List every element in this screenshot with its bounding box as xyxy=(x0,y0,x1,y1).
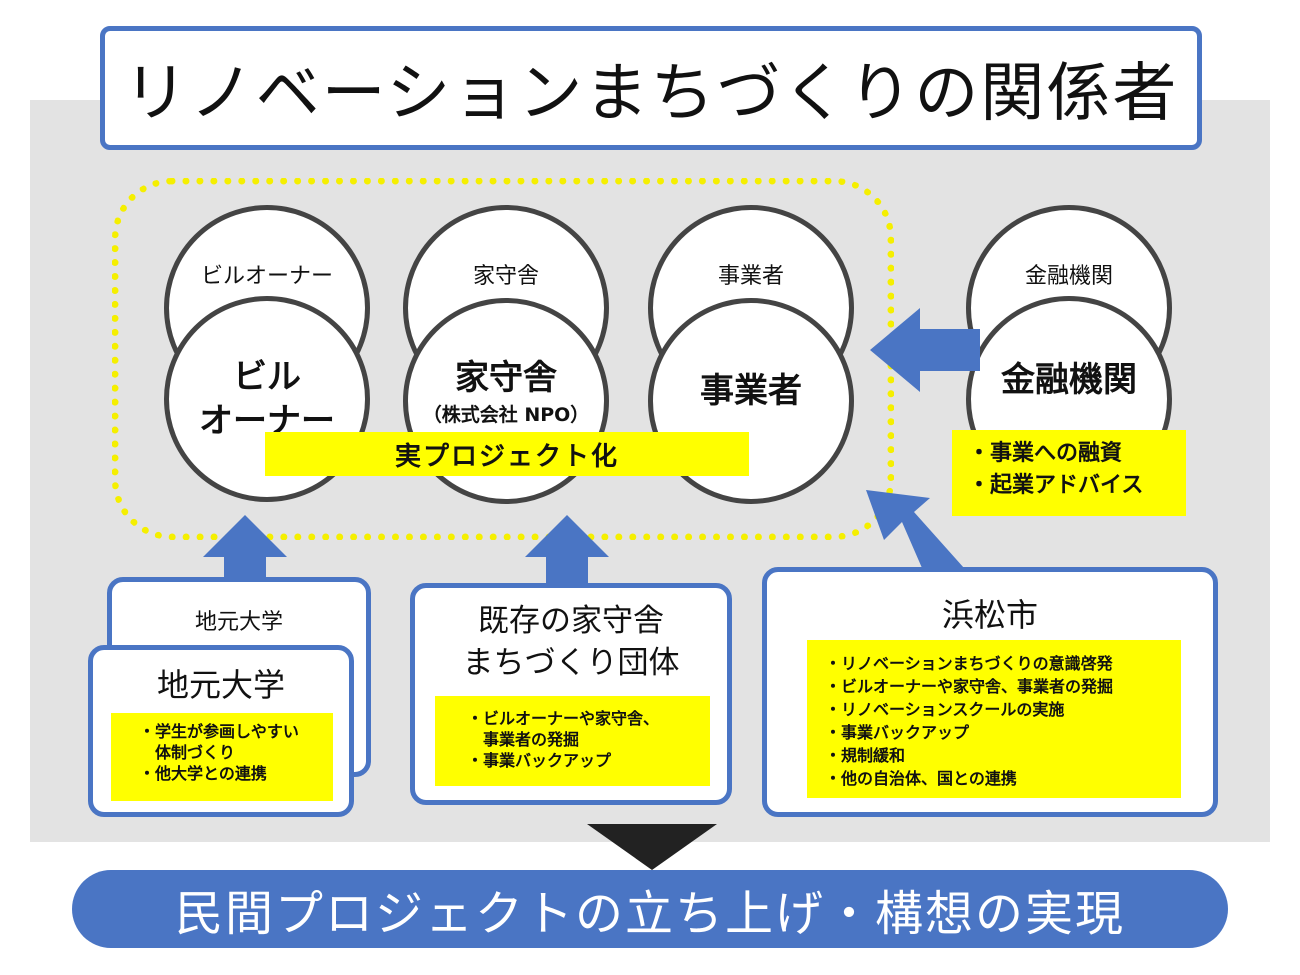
existing-note: 事業者の発掘 xyxy=(467,730,580,749)
building-owner-back-label: ビルオーナー xyxy=(200,264,333,289)
existing-notes: ・ビルオーナーや家守舎、 事業者の発掘 ・事業バックアップ xyxy=(435,696,710,786)
university-label: 地元大学 xyxy=(156,666,285,704)
city-note: ・リノベーションスクールの実施 xyxy=(825,700,1065,719)
finance-note: ・起業アドバイス xyxy=(968,473,1144,498)
project-realization-label: 実プロジェクト化 xyxy=(265,432,749,476)
university-card: 地元大学 ・学生が参画しやすい 体制づくり ・他大学との連携 xyxy=(88,645,354,817)
finance-back-label: 金融機関 xyxy=(1024,264,1113,289)
city-note: ・他の自治体、国との連携 xyxy=(825,769,1017,788)
arrow-existing-to-core xyxy=(525,515,609,583)
university-notes: ・学生が参画しやすい 体制づくり ・他大学との連携 xyxy=(111,713,333,801)
university-back-label: 地元大学 xyxy=(194,610,283,635)
city-card: 浜松市 ・リノベーションまちづくりの意識啓発 ・ビルオーナーや家守舎、事業者の発… xyxy=(762,567,1218,817)
university-note: ・他大学との連携 xyxy=(139,764,267,783)
finance-note: ・事業への融資 xyxy=(968,441,1123,466)
result-banner: 民間プロジェクトの立ち上げ・構想の実現 xyxy=(72,870,1228,948)
arrow-finance-to-core xyxy=(870,308,980,392)
finance-label: 金融機関 xyxy=(1001,360,1137,400)
existing-organizations-card: 既存の家守舎 まちづくり団体 ・ビルオーナーや家守舎、 事業者の発掘 ・事業バッ… xyxy=(410,583,732,805)
university-note: 体制づくり xyxy=(139,743,236,762)
yamorisha-back-label: 家守舎 xyxy=(472,264,539,289)
page-title: リノベーションまちづくりの関係者 xyxy=(100,26,1202,150)
city-notes: ・リノベーションまちづくりの意識啓発 ・ビルオーナーや家守舎、事業者の発掘 ・リ… xyxy=(807,640,1181,798)
building-owner-line1: ビル xyxy=(233,357,301,397)
city-title: 浜松市 xyxy=(941,596,1038,634)
city-note: ・事業バックアップ xyxy=(825,723,970,742)
existing-note: ・ビルオーナーや家守舎、 xyxy=(467,709,660,728)
business-operator-back-label: 事業者 xyxy=(717,264,784,289)
arrow-city-to-core xyxy=(866,490,964,568)
university-note: ・学生が参画しやすい xyxy=(139,722,299,741)
existing-title-line2: まちづくり団体 xyxy=(462,645,680,681)
finance-notes: ・事業への融資 ・起業アドバイス xyxy=(952,430,1186,516)
arrow-university-to-core xyxy=(203,515,287,580)
business-operator-label: 事業者 xyxy=(700,371,802,411)
down-triangle-icon xyxy=(587,824,717,870)
existing-note: ・事業バックアップ xyxy=(467,751,612,770)
city-note: ・リノベーションまちづくりの意識啓発 xyxy=(825,654,1113,673)
city-note: ・規制緩和 xyxy=(825,746,906,765)
yamorisha-sub-label: （株式会社 NPO） xyxy=(422,403,590,426)
city-note: ・ビルオーナーや家守舎、事業者の発掘 xyxy=(825,677,1114,696)
existing-title-line1: 既存の家守舎 xyxy=(478,603,664,639)
yamorisha-label: 家守舎 xyxy=(455,357,557,398)
